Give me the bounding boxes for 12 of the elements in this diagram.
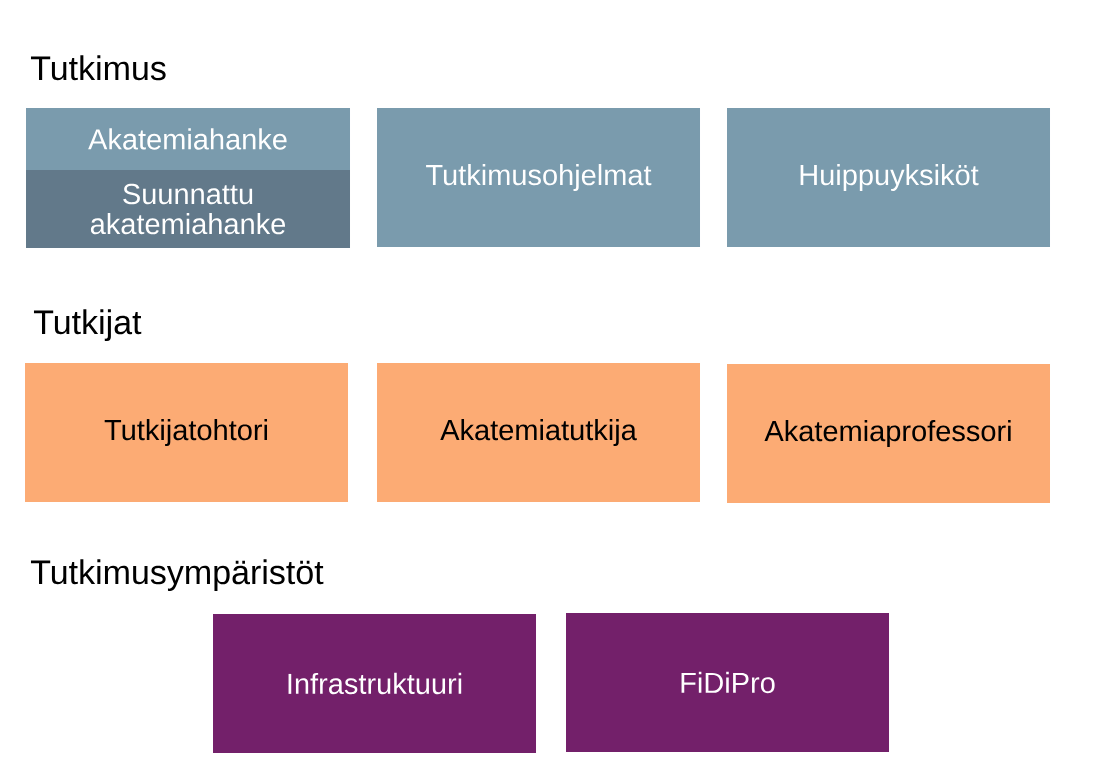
category-box: Infrastruktuuri — [213, 614, 536, 753]
category-box: Akatemiatutkija — [377, 363, 700, 502]
box-band: Suunnattu akatemiahanke — [26, 170, 350, 248]
box-band: Akatemiahanke — [26, 108, 350, 170]
category-box: Tutkijatohtori — [25, 363, 348, 502]
category-box: FiDiPro — [566, 613, 889, 752]
category-box: Tutkimusohjelmat — [377, 108, 700, 247]
section-heading: Tutkimusympäristöt — [31, 559, 324, 592]
section-heading: Tutkijat — [34, 309, 142, 342]
category-box: Huippuyksiköt — [727, 108, 1050, 247]
section-heading: Tutkimus — [31, 55, 166, 81]
category-box: Akatemiaprofessori — [727, 364, 1050, 503]
